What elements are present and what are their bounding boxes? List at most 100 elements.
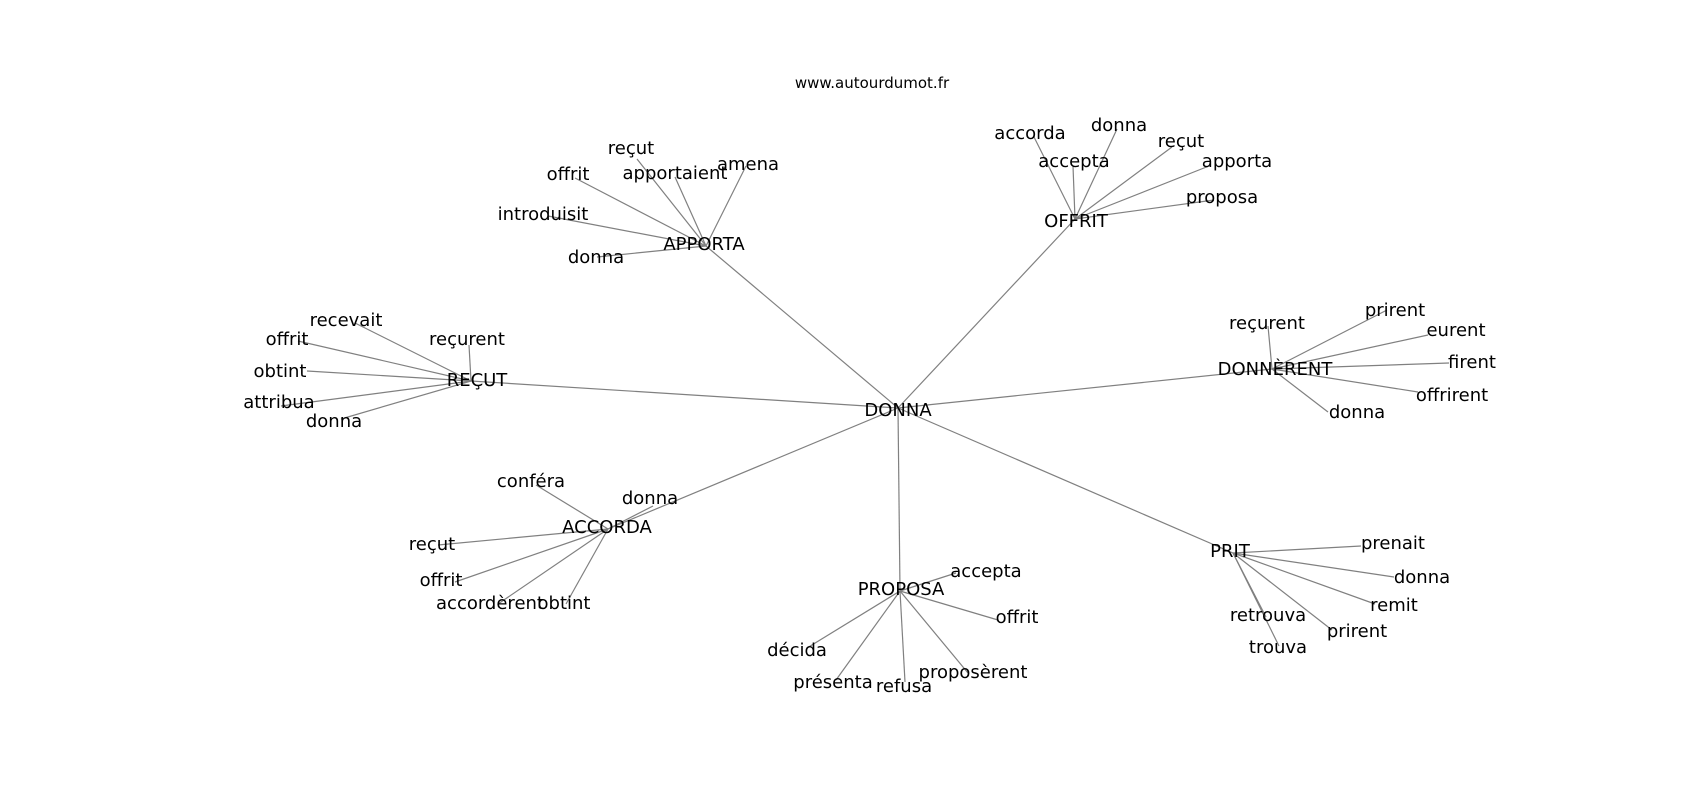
edge-hub-to-word — [899, 590, 999, 621]
word-label: donna — [1329, 402, 1385, 423]
edge-hub-to-word — [565, 528, 609, 605]
word-label: offrit — [420, 570, 463, 591]
edge-hub-to-word — [574, 177, 707, 247]
word-label: présenta — [793, 672, 872, 693]
word-label: obtint — [254, 361, 307, 382]
word-label: offrirent — [1416, 385, 1488, 406]
word-label: offrit — [996, 607, 1039, 628]
hub-label: DONNÈRENT — [1218, 358, 1334, 380]
edge-hub-to-word — [1271, 334, 1429, 370]
hub-label: OFFRIT — [1044, 211, 1109, 232]
word-label: décida — [767, 640, 827, 661]
edge-hub-to-word — [596, 245, 707, 258]
edge-hub-to-word — [1072, 165, 1076, 220]
word-label: accepta — [950, 561, 1021, 582]
word-label: prirent — [1365, 300, 1425, 321]
edge-hub-to-word — [899, 590, 969, 674]
edge-hub-to-word — [547, 215, 707, 247]
source-credit: www.autourdumot.fr — [795, 74, 950, 92]
center-word: DONNA — [864, 400, 932, 421]
edge-hub-to-word — [468, 344, 472, 382]
edge-hub-to-word — [607, 505, 654, 530]
hub-label: APPORTA — [663, 234, 745, 255]
word-label: reçurent — [1229, 313, 1305, 334]
edge-center-to-hub — [897, 407, 901, 592]
word-label: amena — [717, 154, 779, 175]
word-label: prenait — [1361, 533, 1425, 554]
edge-hub-to-word — [1232, 552, 1376, 605]
edge-hub-to-word — [1074, 199, 1215, 220]
word-label: accorda — [994, 123, 1065, 144]
word-label: eurent — [1426, 320, 1485, 341]
hub-label: PROPOSA — [858, 579, 945, 600]
edge-hub-to-word — [1232, 545, 1362, 554]
edge-hub-to-word — [535, 484, 609, 530]
hub-label: ACCORDA — [562, 517, 652, 538]
edge-hub-to-word — [1074, 146, 1173, 220]
hub-label: PRIT — [1210, 541, 1251, 562]
word-label: reçut — [1158, 131, 1204, 152]
edge-hub-to-word — [835, 590, 901, 681]
word-label: obtint — [538, 593, 591, 614]
word-label: introduisit — [498, 204, 589, 225]
edge-hub-to-word — [674, 176, 707, 247]
graph-edges — [280, 128, 1450, 683]
edge-center-to-hub — [897, 368, 1273, 409]
edge-hub-to-word — [1271, 309, 1388, 370]
word-label: accepta — [1038, 151, 1109, 172]
word-label: donna — [306, 411, 362, 432]
word-label: reçut — [409, 534, 455, 555]
edge-hub-to-word — [1271, 368, 1419, 393]
word-label: donna — [622, 488, 678, 509]
word-label: refusa — [876, 676, 932, 697]
word-label: conféra — [497, 471, 565, 492]
edge-hub-to-word — [497, 528, 609, 605]
word-label: donna — [1091, 115, 1147, 136]
word-label: apporta — [1202, 151, 1272, 172]
word-label: proposa — [1186, 187, 1258, 208]
word-label: firent — [1448, 352, 1496, 373]
edge-hub-to-word — [280, 380, 472, 407]
edge-hub-to-word — [1074, 128, 1118, 220]
edge-hub-to-word — [354, 322, 472, 382]
edge-hub-to-word — [454, 528, 609, 583]
word-label: trouva — [1249, 637, 1307, 658]
word-label: offrit — [266, 329, 309, 350]
edge-hub-to-word — [705, 165, 747, 247]
edge-hub-to-word — [1271, 362, 1450, 370]
word-label: offrit — [547, 164, 590, 185]
word-label: donna — [568, 247, 624, 268]
word-label: donna — [1394, 567, 1450, 588]
edge-hub-to-word — [636, 158, 707, 247]
edge-hub-to-word — [437, 528, 609, 546]
hub-label: REÇUT — [447, 370, 509, 391]
word-label: prirent — [1327, 621, 1387, 642]
edge-center-to-hub — [897, 407, 1234, 554]
edge-hub-to-word — [806, 590, 901, 649]
word-label: retrouva — [1230, 605, 1306, 626]
word-label: remit — [1370, 595, 1418, 616]
edge-hub-to-word — [306, 370, 472, 382]
edge-center-to-hub — [470, 380, 899, 409]
word-label: recevait — [310, 310, 383, 331]
word-label: reçurent — [429, 329, 505, 350]
edge-hub-to-word — [1267, 325, 1273, 370]
edge-center-to-hub — [705, 245, 899, 409]
edge-hub-to-word — [899, 572, 957, 592]
edge-hub-to-word — [1033, 136, 1076, 220]
word-label: accordèrent — [436, 593, 544, 614]
edge-hub-to-word — [1271, 368, 1329, 413]
graph-labels: reçut amena offrit apportaient introduisit do… — [243, 115, 1496, 697]
edge-hub-to-word — [1232, 552, 1395, 578]
word-label: attribua — [243, 392, 314, 413]
word-label: proposèrent — [919, 662, 1028, 683]
word-label: apportaient — [623, 163, 728, 184]
edge-hub-to-word — [1074, 165, 1210, 220]
edge-hub-to-word — [1232, 552, 1280, 647]
edge-hub-to-word — [340, 380, 472, 420]
edge-hub-to-word — [1232, 552, 1333, 631]
edge-center-to-hub — [897, 218, 1076, 409]
edge-center-to-hub — [607, 407, 899, 530]
word-label: reçut — [608, 138, 654, 159]
